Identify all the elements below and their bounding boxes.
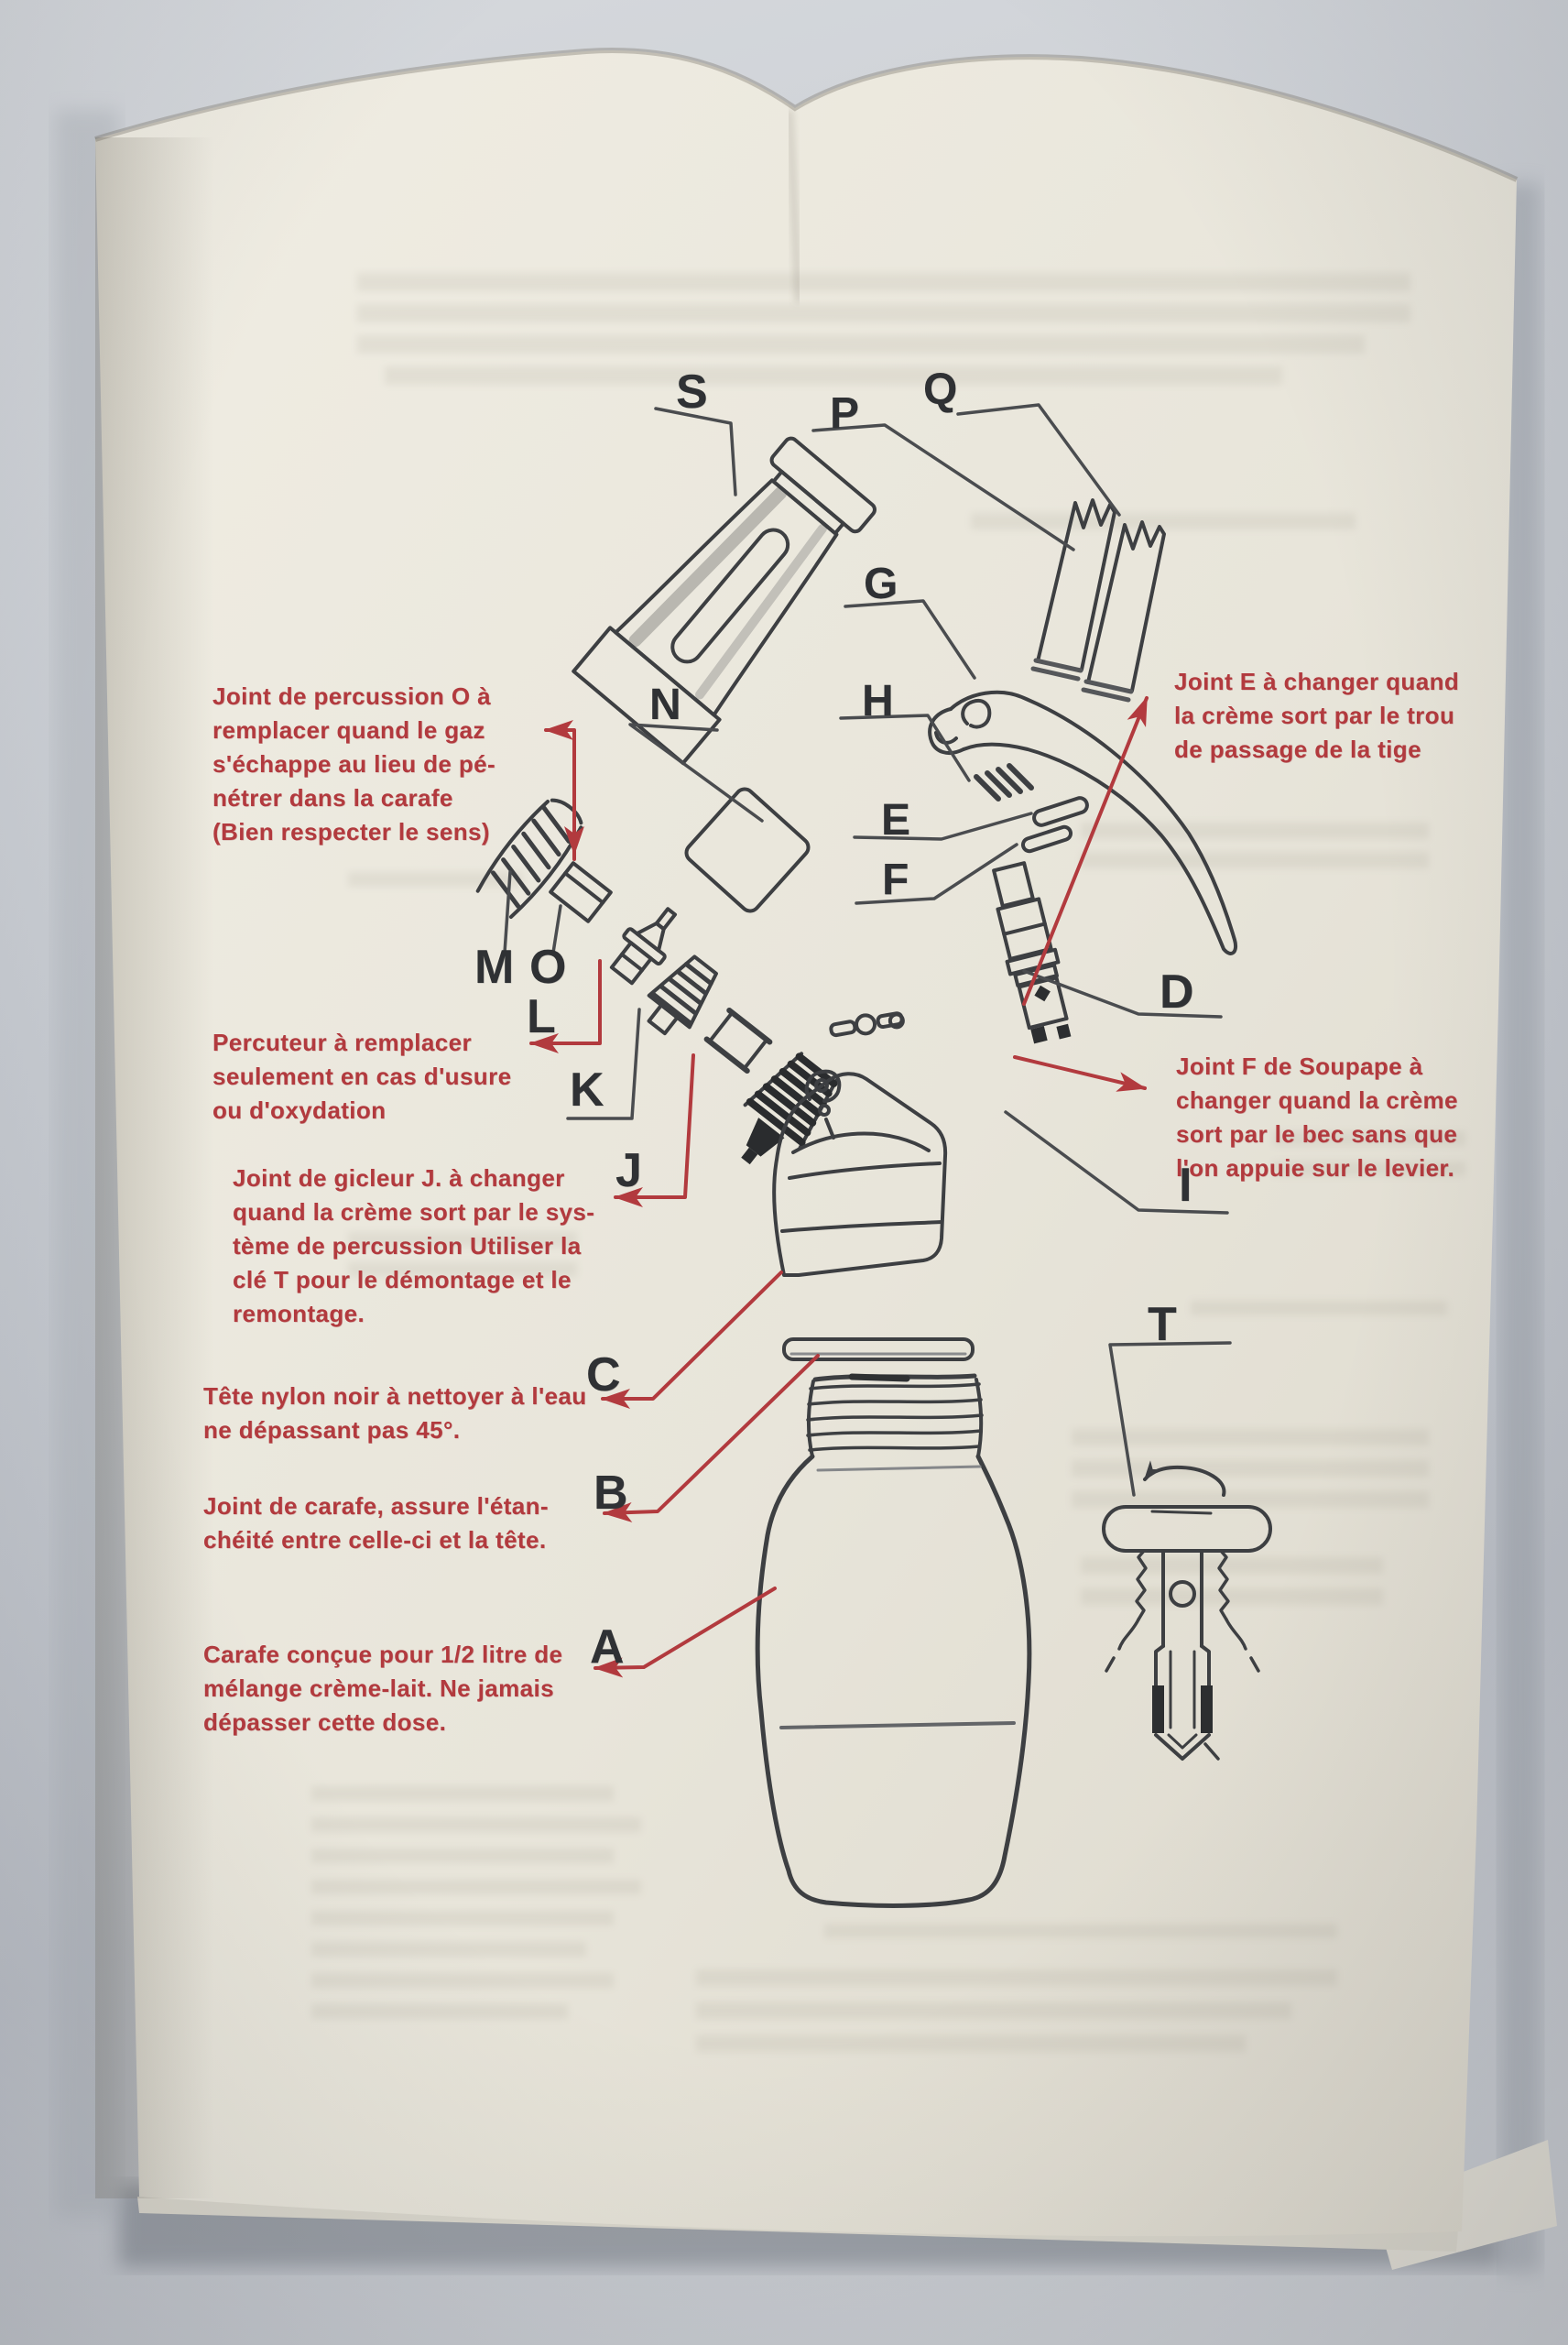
valve-stack-drawing bbox=[992, 861, 1072, 1044]
part-label-p: P bbox=[830, 389, 860, 438]
part-label-n: N bbox=[649, 681, 681, 729]
annotation-percuteur: Percuteur à remplacer seulement en cas d… bbox=[212, 1029, 512, 1124]
annotation-joint-e: Joint E à changer quand la crème sort pa… bbox=[1174, 668, 1460, 763]
stem-drawing bbox=[829, 1011, 905, 1038]
annotation-joint-gicleur: Joint de gicleur J. à changer quand la c… bbox=[233, 1164, 595, 1327]
ribbed-cone-drawing bbox=[647, 954, 718, 1036]
part-label-o: O bbox=[529, 941, 567, 994]
part-label-m: M bbox=[474, 941, 515, 994]
square-gasket-drawing bbox=[684, 787, 811, 913]
annotation-joint-f: Joint F de Soupape à changer quand la cr… bbox=[1176, 1053, 1458, 1182]
part-label-b: B bbox=[593, 1467, 628, 1520]
red-leader-arrows bbox=[529, 696, 1149, 1678]
part-label-e: E bbox=[881, 796, 911, 845]
annotation-joint-percussion: Joint de percussion O à remplacer quand … bbox=[212, 682, 496, 845]
gas-capsule-drawings bbox=[1030, 498, 1166, 703]
bottle-drawing bbox=[755, 1373, 1032, 1908]
percussion-joint-drawing bbox=[549, 861, 613, 923]
part-label-k: K bbox=[570, 1063, 604, 1117]
annotation-carafe: Carafe conçue pour 1/2 litre de mélange … bbox=[203, 1641, 563, 1736]
part-label-t: T bbox=[1148, 1298, 1177, 1351]
carafe-gasket-drawing bbox=[782, 1337, 975, 1361]
part-label-j: J bbox=[615, 1144, 642, 1197]
part-label-l: L bbox=[527, 990, 556, 1043]
part-label-q: Q bbox=[923, 365, 958, 414]
sleeve-drawing bbox=[703, 1008, 773, 1074]
annotation-joint-carafe: Joint de carafe, assure l'étan- chéité e… bbox=[203, 1492, 549, 1554]
key-tool-drawing bbox=[1102, 1460, 1272, 1761]
percuteur-drawing bbox=[609, 907, 678, 986]
head-drawing bbox=[772, 1069, 948, 1277]
part-label-c: C bbox=[586, 1348, 621, 1402]
label-leader-lines bbox=[503, 403, 1232, 1497]
part-label-g: G bbox=[864, 560, 898, 608]
seal-e-drawing bbox=[1032, 796, 1089, 827]
part-label-d: D bbox=[1160, 965, 1194, 1019]
annotation-tete-nylon: Tête nylon noir à nettoyer à l'eau ne dé… bbox=[203, 1382, 587, 1444]
part-label-h: H bbox=[862, 677, 894, 725]
part-label-f: F bbox=[882, 856, 909, 904]
part-label-s: S bbox=[676, 365, 708, 419]
nozzle-drawing bbox=[741, 1052, 838, 1165]
seal-f-drawing bbox=[1020, 824, 1073, 854]
reverse-side-bleedthrough bbox=[311, 273, 1465, 2052]
part-label-i: I bbox=[1179, 1159, 1192, 1212]
charger-holder-drawing bbox=[572, 436, 877, 766]
part-label-a: A bbox=[590, 1620, 625, 1674]
